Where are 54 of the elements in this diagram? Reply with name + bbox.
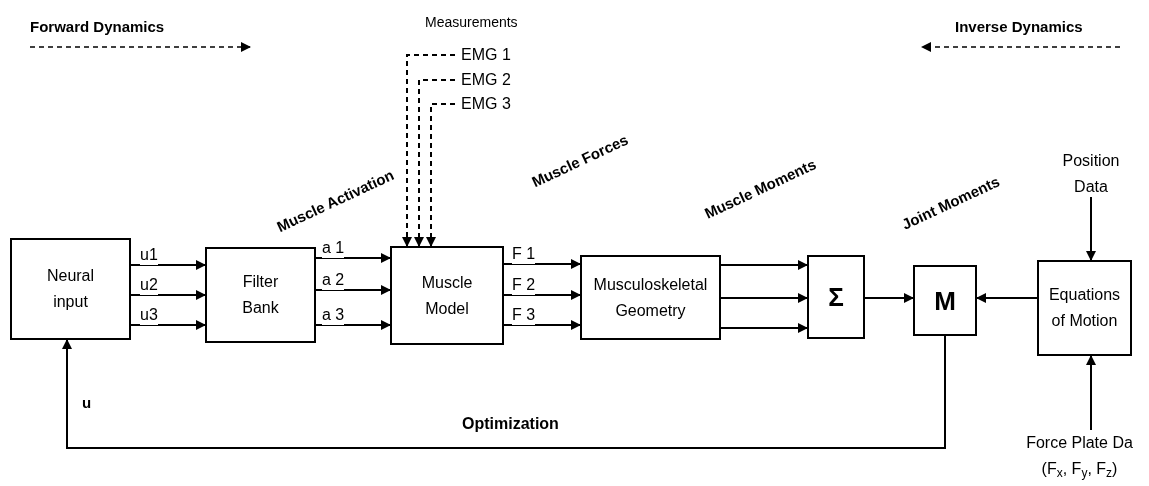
- process-box: [390, 246, 504, 345]
- annotation-label: Measurements: [425, 13, 518, 32]
- arrow: [864, 293, 914, 303]
- arrow: [503, 259, 581, 269]
- annotation-label: Forward Dynamics: [30, 17, 165, 37]
- process-box: [1037, 260, 1132, 356]
- node-label: Musculoskeletal Geometry: [592, 274, 709, 321]
- dashed-arrow: [426, 103, 456, 247]
- process-box: [10, 238, 131, 340]
- process-box: [205, 247, 316, 343]
- arrow: [1086, 196, 1096, 261]
- operator-box: [807, 255, 865, 339]
- edge-label: a 2: [322, 270, 345, 290]
- node-label: Equations of Motion: [1048, 285, 1121, 331]
- edge-label: a 1: [322, 238, 345, 258]
- edge-label: a 3: [322, 305, 345, 325]
- arrow: [1086, 355, 1096, 431]
- arrow: [130, 290, 206, 300]
- edge-label: F 3: [512, 305, 536, 325]
- arrow: [130, 260, 206, 270]
- edge-label: u3: [140, 305, 158, 325]
- arrow: [976, 293, 1038, 303]
- edge-label: Optimization: [462, 414, 559, 434]
- node-label: Force Plate Da: [1026, 433, 1133, 454]
- arrow: [720, 323, 808, 333]
- arrow: [315, 253, 391, 263]
- arrow: [315, 285, 391, 295]
- node-label: Filter Bank: [241, 272, 280, 318]
- node-label: M: [934, 287, 956, 314]
- edge-label: u2: [140, 275, 158, 295]
- node-label: Neural input: [45, 266, 96, 312]
- node-label: EMG 3: [461, 94, 511, 115]
- arrow: [503, 290, 581, 300]
- process-box: [580, 255, 721, 340]
- arrow: [130, 320, 206, 330]
- arrow: [62, 335, 946, 449]
- edge-label: u1: [140, 245, 158, 265]
- annotation-label: Inverse Dynamics: [955, 17, 1083, 37]
- arrow: [720, 260, 808, 270]
- edge-label: F 1: [512, 244, 536, 264]
- edge-label: F 2: [512, 275, 536, 295]
- arrow: [503, 320, 581, 330]
- arrow: [315, 320, 391, 330]
- dashed-arrow: [414, 79, 456, 247]
- node-label: (F$_{x}$, F$_{y}$, F$_{z}$): [1041, 459, 1118, 482]
- operator-box: [913, 265, 977, 336]
- node-label: EMG 1: [461, 45, 511, 66]
- node-label: EMG 2: [461, 70, 511, 91]
- node-label: Σ: [828, 284, 844, 310]
- dashed-arrow: [402, 54, 456, 247]
- node-label: Muscle Model: [420, 272, 474, 319]
- node-label: Position Data: [1061, 150, 1121, 197]
- arrow: [720, 293, 808, 303]
- annotation-label: u: [82, 393, 92, 413]
